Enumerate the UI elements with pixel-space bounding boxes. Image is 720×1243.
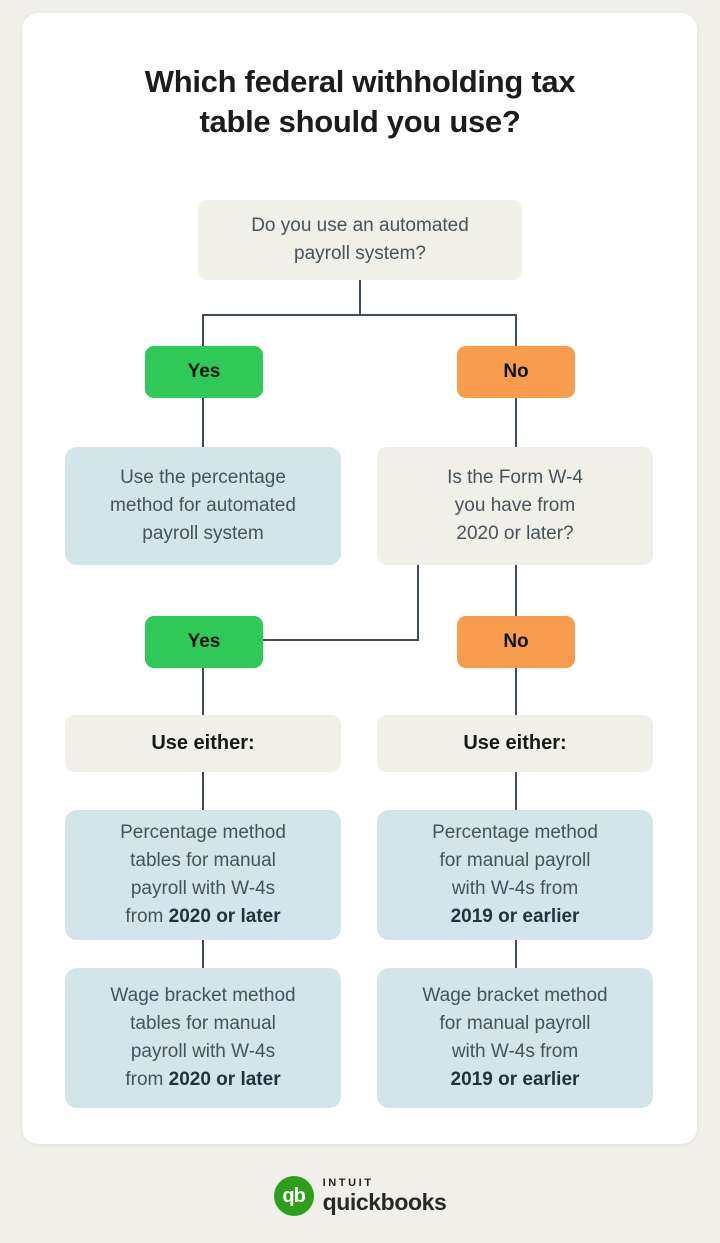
- result-box-percentage-automated: Use the percentage method for automated …: [65, 447, 341, 565]
- question-box-automated-payroll: Do you use an automated payroll system?: [198, 200, 522, 280]
- connector-line: [515, 940, 517, 968]
- connector-line: [515, 668, 517, 715]
- result-box-wage-bracket-2019: Wage bracket method for manual payroll w…: [377, 968, 653, 1108]
- connector-line: [515, 772, 517, 810]
- connector-line: [515, 565, 517, 616]
- connector-line: [202, 398, 204, 447]
- result-text-bold: 2020 or later: [168, 1069, 281, 1090]
- yes-label: Yes: [187, 631, 221, 652]
- use-either-label: Use either:: [463, 732, 567, 754]
- no-label: No: [503, 631, 529, 652]
- intuit-wordmark: INTUIT: [322, 1177, 374, 1189]
- yes-badge-automated: Yes: [145, 346, 263, 398]
- connector-line: [417, 565, 419, 641]
- quickbooks-wordmark: quickbooks: [322, 1189, 447, 1215]
- connector-line: [202, 668, 204, 715]
- result-text: Percentage method for manual payroll wit…: [432, 819, 598, 931]
- result-text-normal: Wage bracket method for manual payroll w…: [422, 985, 608, 1062]
- question-box-w4-year: Is the Form W-4 you have from 2020 or la…: [377, 447, 653, 565]
- use-either-label: Use either:: [151, 732, 255, 754]
- connector-line: [515, 314, 517, 346]
- connector-line: [202, 772, 204, 810]
- result-box-percentage-manual-2020: Percentage method tables for manual payr…: [65, 810, 341, 940]
- page-title: Which federal withholding tax table shou…: [144, 64, 576, 139]
- result-text-bold: 2019 or earlier: [450, 1069, 580, 1090]
- use-either-box-right: Use either:: [377, 715, 653, 772]
- connector-line: [202, 940, 204, 968]
- result-box-wage-bracket-2020: Wage bracket method tables for manual pa…: [65, 968, 341, 1108]
- connector-line: [202, 314, 517, 316]
- no-badge-w4-2020: No: [457, 616, 575, 668]
- qb-mark-letters: qb: [282, 1184, 305, 1207]
- connector-line: [515, 398, 517, 447]
- result-text-normal: Wage bracket method tables for manual pa…: [110, 985, 296, 1090]
- result-text: Use the percentage method for automated …: [110, 467, 296, 544]
- result-text: Percentage method tables for manual payr…: [120, 819, 286, 931]
- result-text-normal: Percentage method for manual payroll wit…: [432, 822, 598, 899]
- question-text: Is the Form W-4 you have from 2020 or la…: [447, 467, 583, 544]
- result-text-bold: 2020 or later: [168, 906, 281, 927]
- connector-line: [359, 280, 361, 315]
- use-either-box-left: Use either:: [65, 715, 341, 772]
- connector-line: [263, 639, 419, 641]
- result-text: Wage bracket method for manual payroll w…: [422, 982, 607, 1094]
- yes-label: Yes: [187, 361, 221, 382]
- no-label: No: [503, 361, 529, 382]
- yes-badge-w4-2020: Yes: [145, 616, 263, 668]
- result-text-normal: Percentage method tables for manual payr…: [120, 822, 286, 927]
- qb-mark-icon: qb: [273, 1176, 314, 1216]
- result-box-percentage-manual-2019: Percentage method for manual payroll wit…: [377, 810, 653, 940]
- logo-wordmarks: INTUIT quickbooks: [323, 1177, 447, 1215]
- connector-line: [202, 314, 204, 346]
- question-text: Do you use an automated payroll system?: [251, 215, 469, 264]
- no-badge-automated: No: [457, 346, 575, 398]
- result-text: Wage bracket method tables for manual pa…: [110, 982, 295, 1094]
- result-text-bold: 2019 or earlier: [450, 906, 580, 927]
- quickbooks-logo: qb INTUIT quickbooks: [0, 1176, 720, 1216]
